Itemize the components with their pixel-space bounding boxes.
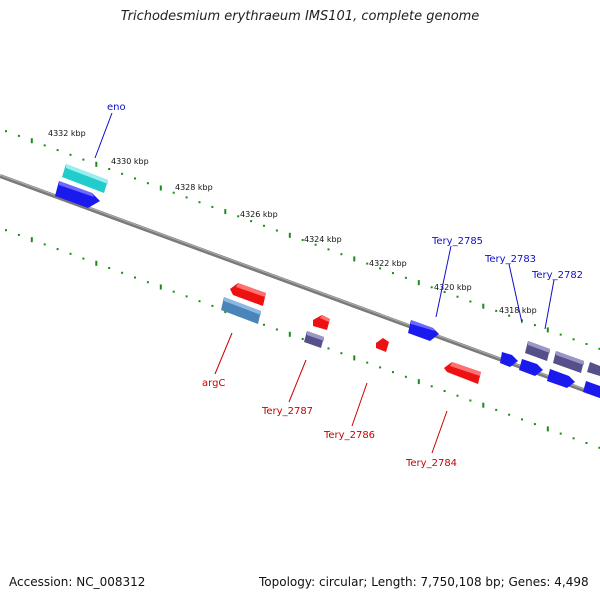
- genome-backbone: [0, 174, 600, 398]
- gene-label-tery-2785: Tery_2785: [431, 236, 483, 247]
- leader-tery-2786: [351, 382, 368, 427]
- gene-tery-2784[interactable]: [444, 362, 481, 384]
- gene-blue-5[interactable]: [583, 381, 600, 398]
- kbp-label-4318: 4318 kbp: [499, 306, 537, 315]
- kbp-label-4330: 4330 kbp: [111, 157, 149, 166]
- accession-text: Accession: NC_008312: [9, 575, 146, 589]
- kbp-label-4332: 4332 kbp: [48, 129, 86, 138]
- gene-red-2[interactable]: [313, 315, 330, 330]
- gene-label-tery-2783: Tery_2783: [484, 254, 536, 265]
- gene-tery-2787[interactable]: [304, 331, 324, 348]
- kbp-label-4326: 4326 kbp: [240, 210, 278, 219]
- gene-label-tery-2787: Tery_2787: [261, 406, 313, 417]
- leader-tery-2784: [431, 410, 448, 454]
- gene-blue-3[interactable]: [519, 359, 543, 376]
- leader-eno: [94, 112, 113, 159]
- kbp-label-4328: 4328 kbp: [175, 183, 213, 192]
- gene-blue-1[interactable]: [55, 181, 100, 208]
- gene-blue-2[interactable]: [500, 352, 518, 367]
- page-title: Trichodesmium erythraeum IMS101, complet…: [120, 9, 480, 24]
- leader-tery-2782: [544, 279, 555, 330]
- gene-grey-edge[interactable]: [587, 362, 600, 376]
- gene-blue-4[interactable]: [547, 369, 575, 388]
- leader-tery-2787: [288, 359, 307, 403]
- leader-tery-2785: [435, 245, 452, 318]
- kbp-label-4320: 4320 kbp: [434, 283, 472, 292]
- gene-tery-2785[interactable]: [408, 320, 439, 341]
- gene-tery-2783[interactable]: [525, 341, 550, 361]
- gene-label-tery-2782: Tery_2782: [531, 270, 583, 281]
- topology-text: Topology: circular; Length: 7,750,108 bp…: [259, 575, 589, 589]
- gene-label-argc: argC: [202, 378, 225, 389]
- gene-tery-2786[interactable]: [376, 338, 389, 352]
- gene-tery-2782[interactable]: [553, 351, 584, 373]
- leader-argc: [214, 332, 233, 375]
- kbp-label-4322: 4322 kbp: [369, 259, 407, 268]
- gene-label-eno: eno: [107, 102, 126, 113]
- gene-label-tery-2784: Tery_2784: [405, 458, 457, 469]
- gene-label-tery-2786: Tery_2786: [323, 430, 375, 441]
- kbp-label-4324: 4324 kbp: [304, 235, 342, 244]
- gene-argc[interactable]: [221, 297, 261, 324]
- genome-backbone-highlight: [0, 174, 600, 396]
- gene-red-1[interactable]: [230, 283, 266, 306]
- outer-tick-row: [5, 130, 600, 350]
- leader-tery-2783: [508, 263, 523, 324]
- gene-eno[interactable]: [62, 164, 108, 193]
